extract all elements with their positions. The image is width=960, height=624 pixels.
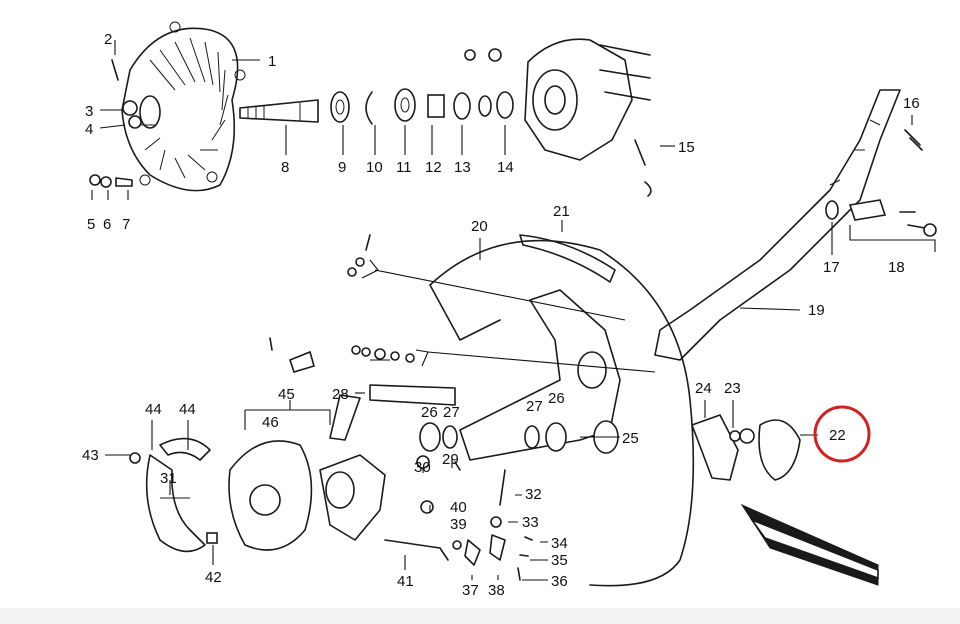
label-27a: 27 [443,404,460,421]
label-32: 32 [525,486,542,503]
label-31: 31 [160,470,177,487]
label-40: 40 [450,499,467,516]
label-26a: 26 [421,404,438,421]
bottom-band [0,608,960,624]
decal-stripe [740,503,879,586]
label-29: 29 [442,451,459,468]
label-20: 20 [471,218,488,235]
label-7: 7 [122,216,130,233]
label-5: 5 [87,216,95,233]
shock-and-bearings [369,384,567,452]
parts-2-7 [89,59,142,188]
suspension-arm [459,289,621,461]
wheel-hub [464,38,652,197]
label-9: 9 [338,159,346,176]
part-labels: 1 2 3 4 5 6 7 8 9 10 11 12 13 14 15 16 1… [82,31,920,599]
label-39: 39 [450,516,467,533]
label-25: 25 [622,430,639,447]
label-44a: 44 [145,401,162,418]
label-42: 42 [205,569,222,586]
label-1: 1 [268,53,276,70]
label-19: 19 [808,302,825,319]
label-37: 37 [462,582,479,599]
label-2: 2 [104,31,112,48]
parts-29-40 [452,461,533,581]
label-45: 45 [278,386,295,403]
label-35: 35 [551,552,568,569]
label-34: 34 [551,535,568,552]
front-mudguard [429,234,695,587]
label-18: 18 [888,259,905,276]
label-11: 11 [396,159,412,176]
label-4: 4 [85,121,93,138]
label-16: 16 [903,95,920,112]
label-24: 24 [695,380,712,397]
leader-lines [91,40,936,581]
label-8: 8 [281,159,289,176]
label-10: 10 [366,159,383,176]
label-43: 43 [82,447,99,464]
brake-drum-cover [121,21,246,192]
label-3: 3 [85,103,93,120]
label-46: 46 [262,414,279,431]
label-28: 28 [332,386,349,403]
label-14: 14 [497,159,514,176]
brake-assembly [129,394,449,561]
mudguard-fasteners [269,234,415,373]
label-36: 36 [551,573,568,590]
label-17: 17 [823,259,840,276]
label-22: 22 [829,427,846,444]
highlight-circle [813,405,871,463]
parts-22-24 [691,414,801,481]
front-fork-tube [654,89,937,361]
label-30: 30 [414,459,431,476]
label-44b: 44 [179,401,196,418]
label-12: 12 [425,159,442,176]
label-26b: 26 [548,390,565,407]
label-41: 41 [397,573,414,590]
label-27b: 27 [526,398,543,415]
label-15: 15 [678,139,695,156]
label-6: 6 [103,216,111,233]
label-13: 13 [454,159,471,176]
label-21: 21 [553,203,570,220]
label-33: 33 [522,514,539,531]
label-23: 23 [724,380,741,397]
shaft-and-bearings [239,88,514,125]
label-38: 38 [488,582,505,599]
